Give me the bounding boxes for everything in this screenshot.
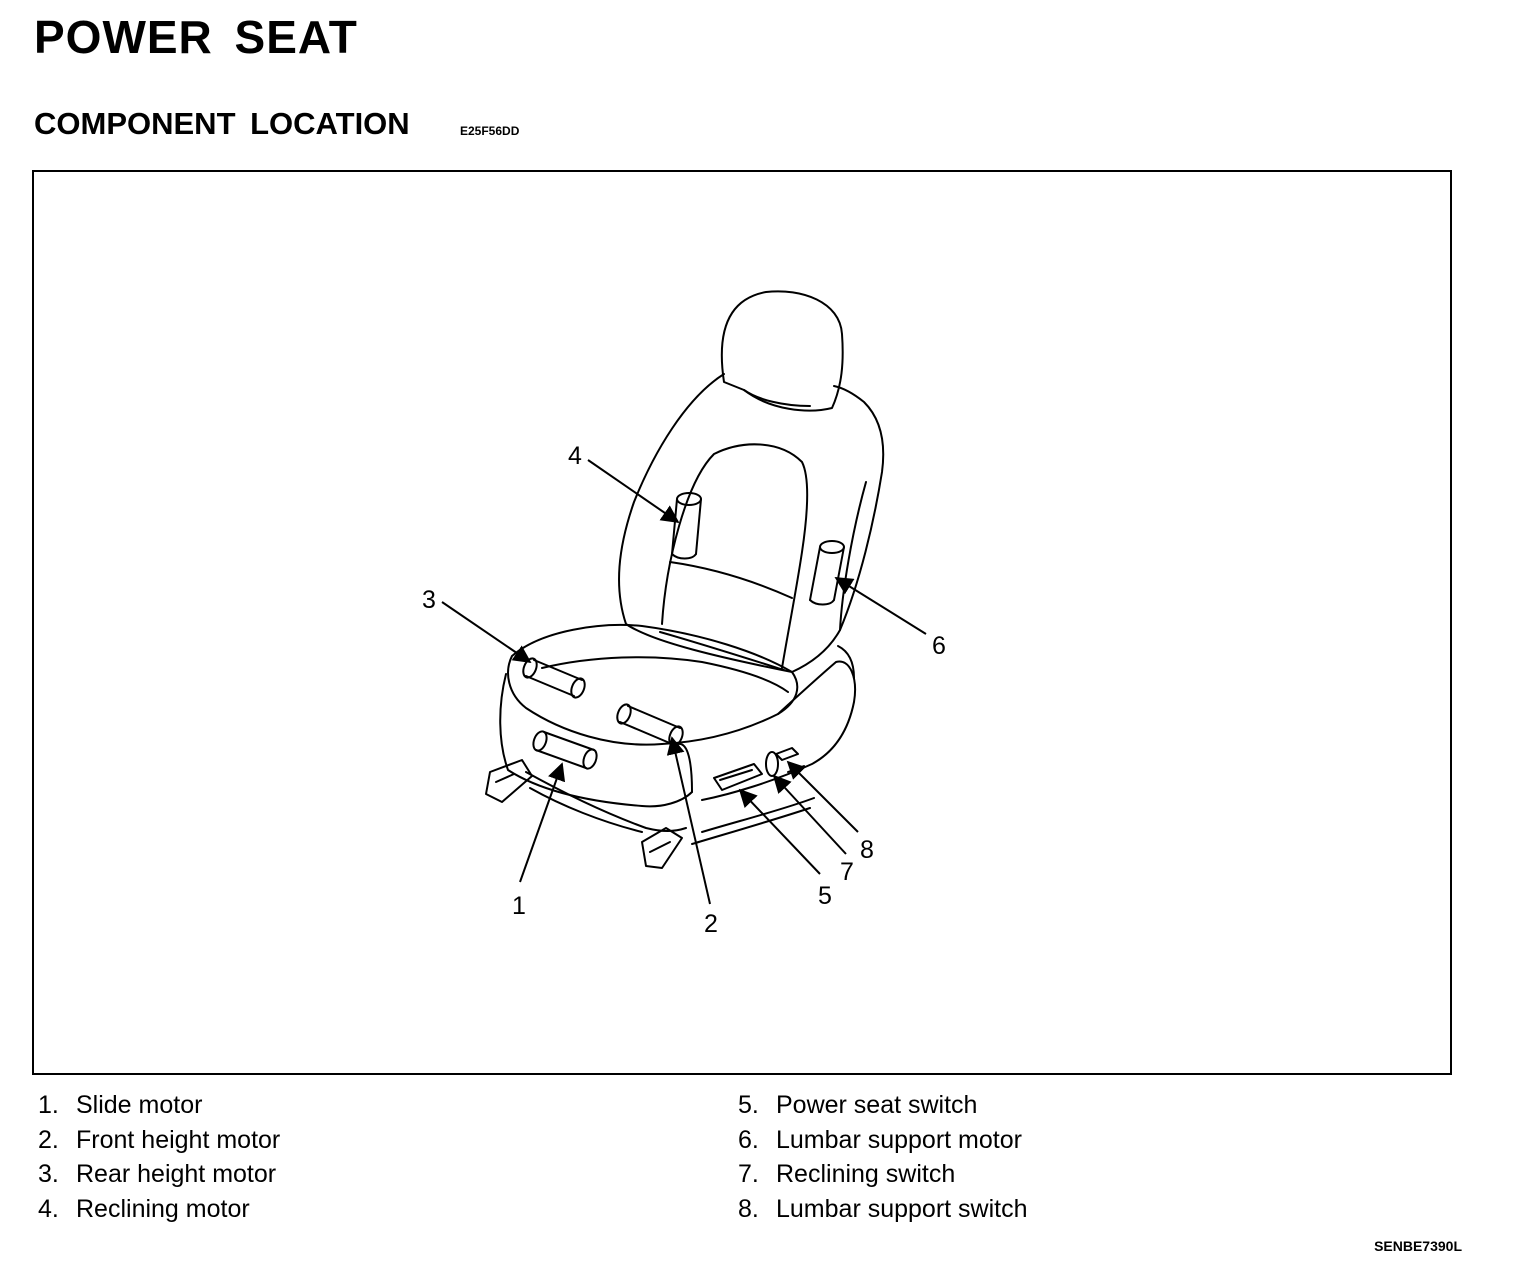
power-seat-switch	[713, 763, 763, 791]
slide-motor	[532, 730, 598, 770]
legend-left: 1. Slide motor 2. Front height motor 3. Rea…	[34, 1088, 280, 1226]
legend-number: 6.	[738, 1125, 759, 1154]
legend-item: 1. Slide motor	[34, 1088, 280, 1123]
legend-right: 5. Power seat switch 6. Lumbar support mot…	[734, 1088, 1028, 1226]
back-insert	[661, 443, 809, 669]
legend-label: Reclining switch	[776, 1160, 956, 1188]
section-heading: COMPONENT LOCATION	[34, 106, 410, 141]
leader-4	[587, 459, 680, 524]
rear-height-motor	[522, 657, 586, 699]
legend-number: 8.	[738, 1194, 759, 1223]
callout-2: 2	[704, 910, 718, 938]
callout-7: 7	[840, 858, 854, 886]
legend-item: 8. Lumbar support switch	[734, 1192, 1028, 1227]
legend-item: 5. Power seat switch	[734, 1088, 1028, 1123]
lumbar-support-motor	[809, 540, 845, 606]
lumbar-support-switch-shape	[775, 747, 805, 773]
legend-item: 2. Front height motor	[34, 1123, 280, 1158]
callout-4: 4	[568, 442, 582, 470]
legend-label: Power seat switch	[776, 1091, 978, 1119]
page-title: POWER SEAT	[34, 11, 358, 63]
legend-number: 4.	[38, 1194, 59, 1223]
figure-id: SENBE7390L	[1374, 1238, 1462, 1254]
legend-number: 2.	[38, 1125, 59, 1154]
component-location-figure: 1 2 3 4 5 6 7 8	[32, 170, 1452, 1075]
headrest	[720, 290, 844, 412]
callout-3: 3	[422, 586, 436, 614]
leader-8	[786, 760, 859, 833]
leader-2	[666, 736, 711, 905]
legend-number: 3.	[38, 1160, 59, 1188]
legend-number: 5.	[738, 1091, 759, 1119]
seat-side-panel	[701, 660, 856, 801]
callout-1: 1	[512, 892, 526, 920]
legend-item: 3. Rear height motor	[34, 1157, 280, 1192]
legend-number: 7.	[738, 1160, 759, 1188]
leader-5	[738, 788, 821, 875]
power-seat-illustration: 1 2 3 4 5 6 7 8	[422, 290, 946, 938]
leader-6	[834, 577, 927, 635]
legend-label: Reclining motor	[76, 1194, 250, 1223]
callout-5: 5	[818, 882, 832, 910]
legend-label: Rear height motor	[76, 1160, 277, 1188]
callout-8: 8	[860, 836, 874, 864]
leader-1	[519, 762, 566, 883]
front-height-motor	[616, 703, 684, 747]
legend-label: Front height motor	[76, 1125, 281, 1154]
legend-item: 7. Reclining switch	[734, 1157, 1028, 1192]
seat-back	[618, 373, 885, 673]
legend-item: 4. Reclining motor	[34, 1192, 280, 1227]
legend-label: Slide motor	[76, 1091, 203, 1119]
leader-7	[772, 774, 847, 855]
callout-6: 6	[932, 632, 946, 660]
reclining-switch-shape	[765, 751, 779, 777]
legend-label: Lumbar support switch	[776, 1194, 1028, 1223]
seat-cushion	[507, 624, 799, 746]
leader-3	[441, 601, 532, 664]
legend-label: Lumbar support motor	[776, 1125, 1022, 1154]
legend-item: 6. Lumbar support motor	[734, 1123, 1028, 1158]
legend-number: 1.	[38, 1091, 59, 1119]
section-code: E25F56DD	[460, 124, 520, 138]
